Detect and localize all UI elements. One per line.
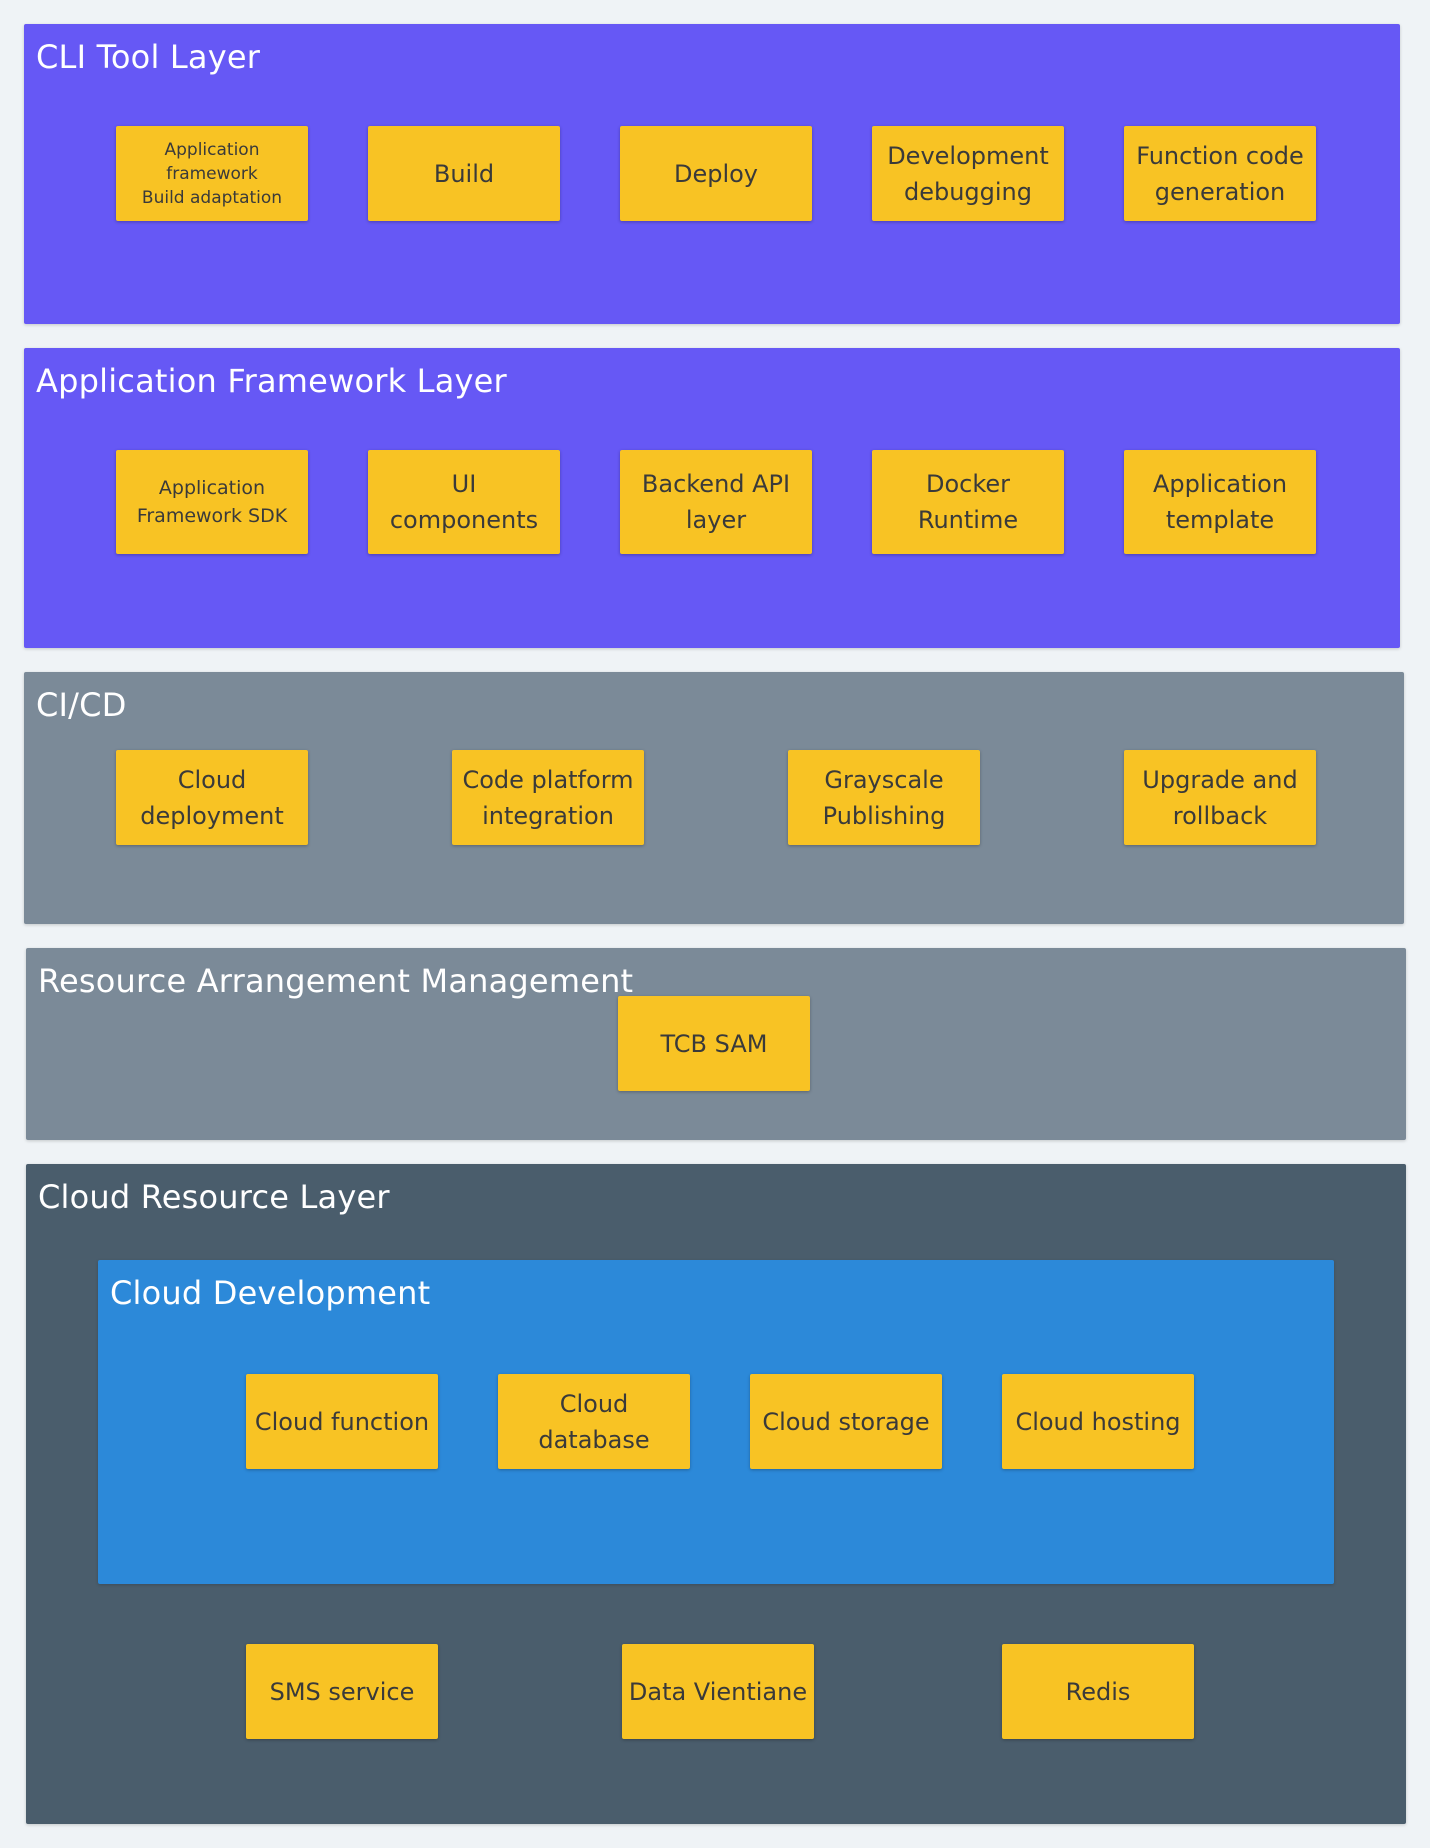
cli-item-development-debugging: Development debugging [872,126,1064,221]
cloud-development-group-title: Cloud Development [110,1274,431,1312]
cloud-resource-layer-title: Cloud Resource Layer [38,1178,390,1216]
resource-arrangement-management-layer-title: Resource Arrangement Management [38,962,634,1000]
cli-item-application-framework-build-adaptation: Application framework Build adaptation [116,126,308,221]
framework-item-ui-components: UI components [368,450,560,554]
cicd-item-cloud-deployment: Cloud deployment [116,750,308,845]
framework-item-application-framework-sdk: Application Framework SDK [116,450,308,554]
cicd-item-code-platform-integration: Code platform integration [452,750,644,845]
cli-item-function-code-generation: Function code generation [1124,126,1316,221]
framework-item-application-template: Application template [1124,450,1316,554]
resource-item-tcb-sam: TCB SAM [618,996,810,1091]
cloud-dev-item-cloud-hosting: Cloud hosting [1002,1374,1194,1469]
cli-item-build: Build [368,126,560,221]
cicd-item-grayscale-publishing: Grayscale Publishing [788,750,980,845]
cloud-resource-item-redis: Redis [1002,1644,1194,1739]
cli-item-deploy: Deploy [620,126,812,221]
cicd-item-upgrade-and-rollback: Upgrade and rollback [1124,750,1316,845]
framework-item-backend-api-layer: Backend API layer [620,450,812,554]
cloud-resource-item-data-vientiane: Data Vientiane [622,1644,814,1739]
cloud-resource-item-sms-service: SMS service [246,1644,438,1739]
cli-tool-layer-title: CLI Tool Layer [36,38,261,76]
cicd-layer-title: CI/CD [36,686,127,724]
cloud-dev-item-cloud-database: Cloud database [498,1374,690,1469]
cloud-dev-item-cloud-function: Cloud function [246,1374,438,1469]
application-framework-layer-title: Application Framework Layer [36,362,507,400]
framework-item-docker-runtime: Docker Runtime [872,450,1064,554]
cloud-dev-item-cloud-storage: Cloud storage [750,1374,942,1469]
